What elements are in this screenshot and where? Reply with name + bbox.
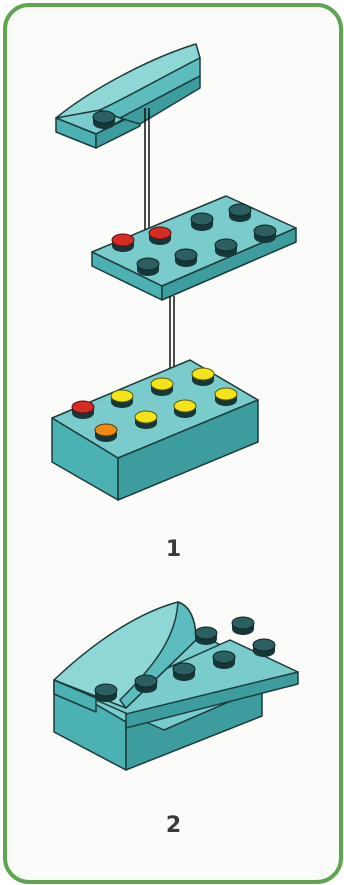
stud-icon-red [72, 401, 94, 419]
stud-icon [191, 213, 213, 231]
stud-icon-yellow [215, 388, 237, 406]
stud-icon [175, 249, 197, 267]
stud-icon-red [149, 227, 171, 245]
assembled-model-icon [54, 602, 298, 770]
stud-icon-yellow [111, 390, 133, 408]
stud-icon [195, 627, 217, 645]
stud-icon [135, 675, 157, 693]
stud-icon [215, 239, 237, 257]
stud-icon [137, 258, 159, 276]
stud-icon [254, 225, 276, 243]
step-number: 1 [154, 537, 194, 562]
stud-icon-yellow [151, 378, 173, 396]
stud-icon [95, 684, 117, 702]
step-number: 2 [154, 813, 194, 838]
stud-icon [229, 204, 251, 222]
stud-icon [253, 639, 275, 657]
stud-icon [93, 111, 115, 129]
stud-icon-orange [95, 424, 117, 442]
stud-icon [173, 663, 195, 681]
stud-icon-yellow [192, 368, 214, 386]
stud-icon-red [112, 234, 134, 252]
stud-icon [232, 617, 254, 635]
stud-icon-yellow [174, 400, 196, 418]
curved-slope-brick-icon [56, 44, 200, 148]
stud-icon [213, 651, 235, 669]
stud-icon-yellow [135, 411, 157, 429]
